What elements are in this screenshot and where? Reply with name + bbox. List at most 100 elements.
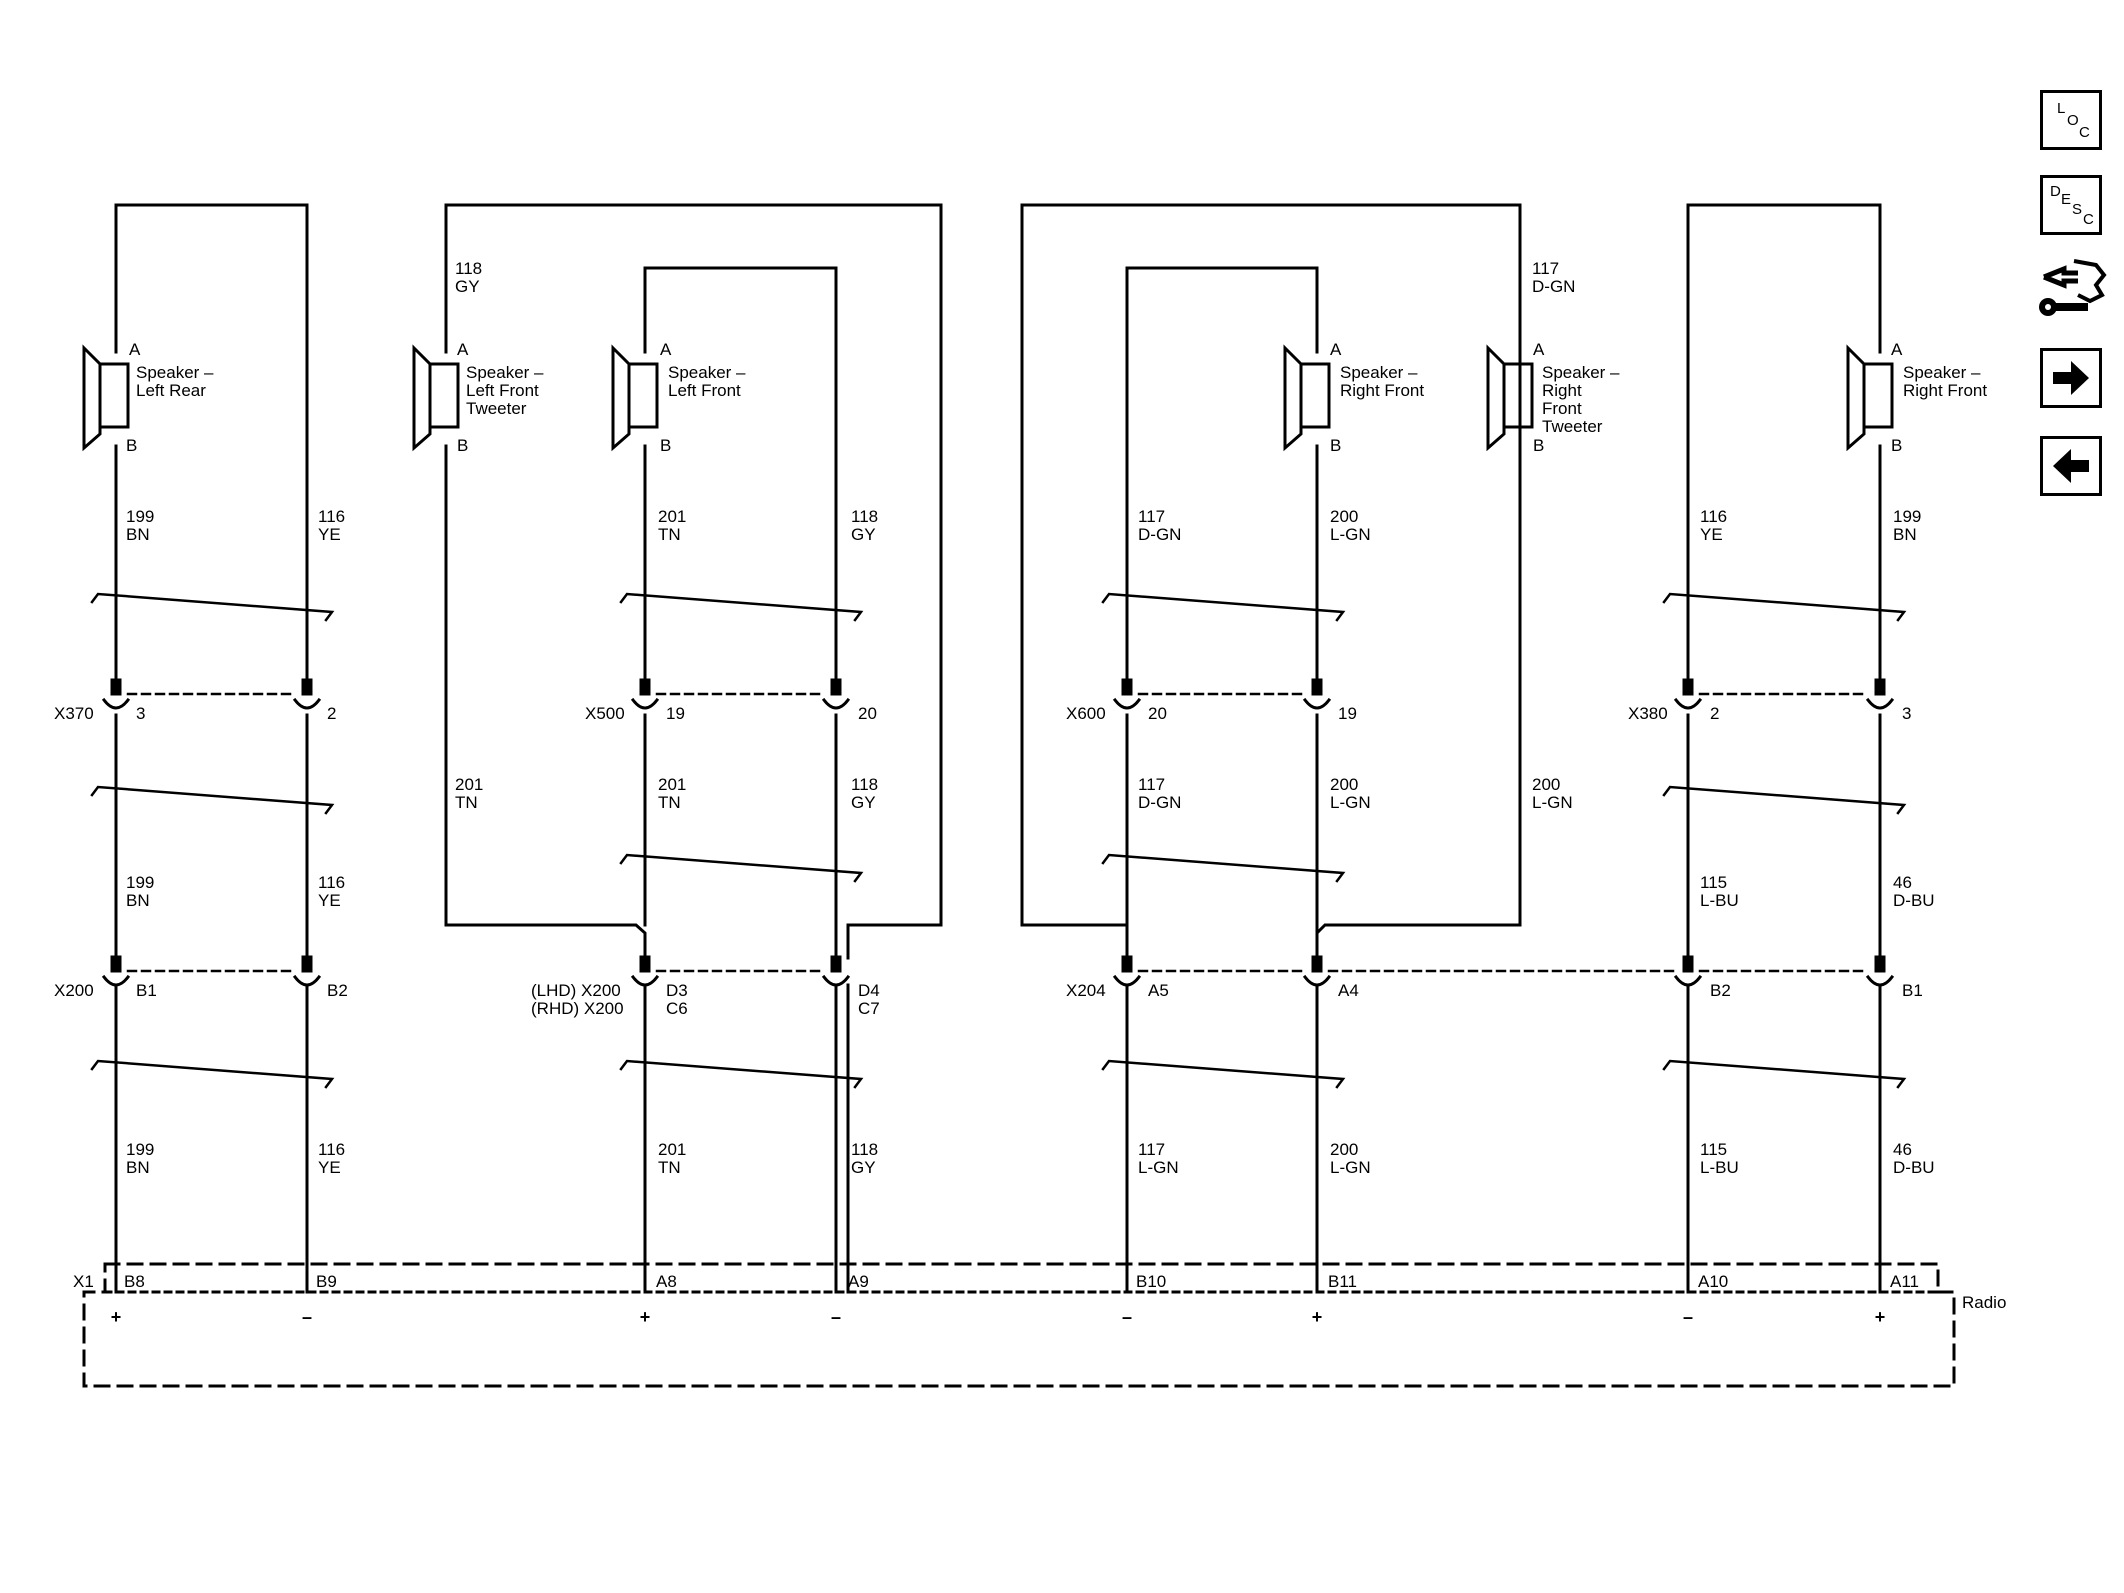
next-page-button[interactable] xyxy=(2040,348,2102,408)
pin-a-label: A xyxy=(1533,340,1545,359)
diagram-label: 3 xyxy=(1902,704,1911,723)
inline-connectors-row2 xyxy=(101,955,1895,987)
diagram-label: GY xyxy=(851,793,876,812)
diagram-label: B11 xyxy=(1328,1272,1357,1291)
diagram-label: A8 xyxy=(656,1272,677,1291)
pin-b-label: B xyxy=(1533,436,1544,455)
speaker-right-rear-label: Speaker –Right Front xyxy=(1903,363,1987,400)
diagram-label: 117 xyxy=(1138,1140,1165,1159)
desc-button[interactable]: D E S C xyxy=(2040,175,2102,235)
diagram-label: YE xyxy=(1700,525,1723,544)
connector-wrench-icon[interactable] xyxy=(2038,255,2108,327)
diagram-label: (RHD) X200 xyxy=(531,999,624,1018)
diagram-label: L-GN xyxy=(1330,525,1371,544)
diagram-label: L-BU xyxy=(1700,891,1739,910)
speaker-right-front-icon xyxy=(1283,344,1331,452)
speaker-left-front-label: Speaker –Left Front xyxy=(668,363,746,400)
diagram-label: 199 xyxy=(1893,507,1921,526)
diagram-label: A4 xyxy=(1338,981,1359,1000)
diagram-label: 199 xyxy=(126,873,154,892)
inline-connector-row2-labels: X200 B1 B2 (LHD) X200 (RHD) X200 D3 C6 D… xyxy=(54,981,1923,1018)
pin-b-label: B xyxy=(1330,436,1341,455)
radio-pin-labels: X1 B8 B9 A8 A9 B10 B11 A10 A11 Radio xyxy=(73,1272,2006,1312)
diagram-label: 118 xyxy=(851,507,878,526)
diagram-label: B8 xyxy=(124,1272,145,1291)
diagram-label: TN xyxy=(455,793,478,812)
speaker-left-front-icon xyxy=(611,344,659,452)
diagram-label: 19 xyxy=(1338,704,1357,723)
pin-a-label: A xyxy=(1330,340,1342,359)
diagram-label: BN xyxy=(126,891,150,910)
diagram-label: TN xyxy=(658,1158,681,1177)
diagram-label: 2 xyxy=(327,704,336,723)
diagram-label: C7 xyxy=(858,999,880,1018)
speaker-left-front-tweeter-icon xyxy=(412,344,460,452)
diagram-label: – xyxy=(1122,1307,1132,1327)
diagram-label: X380 xyxy=(1628,704,1668,723)
diagram-label: D-GN xyxy=(1532,277,1575,296)
diagram-label: C6 xyxy=(666,999,688,1018)
speaker-symbols xyxy=(82,344,1894,452)
diagram-label: – xyxy=(831,1307,841,1327)
diagram-label: X204 xyxy=(1066,981,1106,1000)
diagram-label: D-GN xyxy=(1138,525,1181,544)
diagram-label: X500 xyxy=(585,704,625,723)
diagram-label: B9 xyxy=(316,1272,337,1291)
diagram-label: – xyxy=(302,1307,312,1327)
diagram-label: 117 xyxy=(1138,507,1165,526)
diagram-label: 118 xyxy=(455,259,482,278)
radio-polarity: + – + – – + – + xyxy=(111,1307,1886,1327)
previous-page-button[interactable] xyxy=(2040,436,2102,496)
diagram-label: A11 xyxy=(1890,1272,1919,1291)
speaker-right-rear-icon xyxy=(1846,344,1894,452)
diagram-label: 117 xyxy=(1138,775,1165,794)
inline-connectors-row1 xyxy=(101,678,1895,710)
diagram-label: TN xyxy=(658,793,681,812)
loc-button[interactable]: L O C xyxy=(2040,90,2102,150)
diagram-label: 200 xyxy=(1330,1140,1358,1159)
diagram-label: L-GN xyxy=(1330,1158,1371,1177)
diagram-label: B2 xyxy=(1710,981,1731,1000)
radio-connector-label: X1 xyxy=(73,1272,94,1291)
diagram-label: BN xyxy=(1893,525,1917,544)
pin-b-label: B xyxy=(126,436,137,455)
diagram-label: 2 xyxy=(1710,704,1719,723)
diagram-label: D4 xyxy=(858,981,880,1000)
diagram-label: GY xyxy=(851,525,876,544)
diagram-label: 19 xyxy=(666,704,685,723)
pin-b-label: B xyxy=(660,436,671,455)
diagram-label: GY xyxy=(851,1158,876,1177)
diagram-label: B1 xyxy=(136,981,157,1000)
diagram-label: D3 xyxy=(666,981,688,1000)
diagram-label: 116 xyxy=(318,507,345,526)
diagram-label: (LHD) X200 xyxy=(531,981,621,1000)
diagram-label: L-BU xyxy=(1700,1158,1739,1177)
arrow-left-icon xyxy=(2053,449,2089,483)
diagram-label: X370 xyxy=(54,704,94,723)
radio-module xyxy=(82,1262,1956,1388)
diagram-label: YE xyxy=(318,525,341,544)
diagram-label: 199 xyxy=(126,1140,154,1159)
diagram-label: X200 xyxy=(54,981,94,1000)
diagram-label: 115 xyxy=(1700,873,1727,892)
l1: Speaker – xyxy=(136,363,214,382)
diagram-label: 46 xyxy=(1893,873,1912,892)
pin-b-label: B xyxy=(457,436,468,455)
diagram-label: 201 xyxy=(455,775,483,794)
diagram-label: + xyxy=(1312,1307,1323,1327)
diagram-label: BN xyxy=(126,525,150,544)
diagram-label: A5 xyxy=(1148,981,1169,1000)
diagram-label: 46 xyxy=(1893,1140,1912,1159)
arrow-right-icon xyxy=(2053,361,2089,395)
speaker-left-rear-icon xyxy=(82,344,130,452)
pin-a-label: A xyxy=(660,340,672,359)
diagram-label: D-BU xyxy=(1893,1158,1935,1177)
diagram-label: BN xyxy=(126,1158,150,1177)
diagram-label: 200 xyxy=(1532,775,1560,794)
diagram-label: 201 xyxy=(658,507,686,526)
diagram-label: L-GN xyxy=(1532,793,1573,812)
diagram-label: A10 xyxy=(1698,1272,1728,1291)
